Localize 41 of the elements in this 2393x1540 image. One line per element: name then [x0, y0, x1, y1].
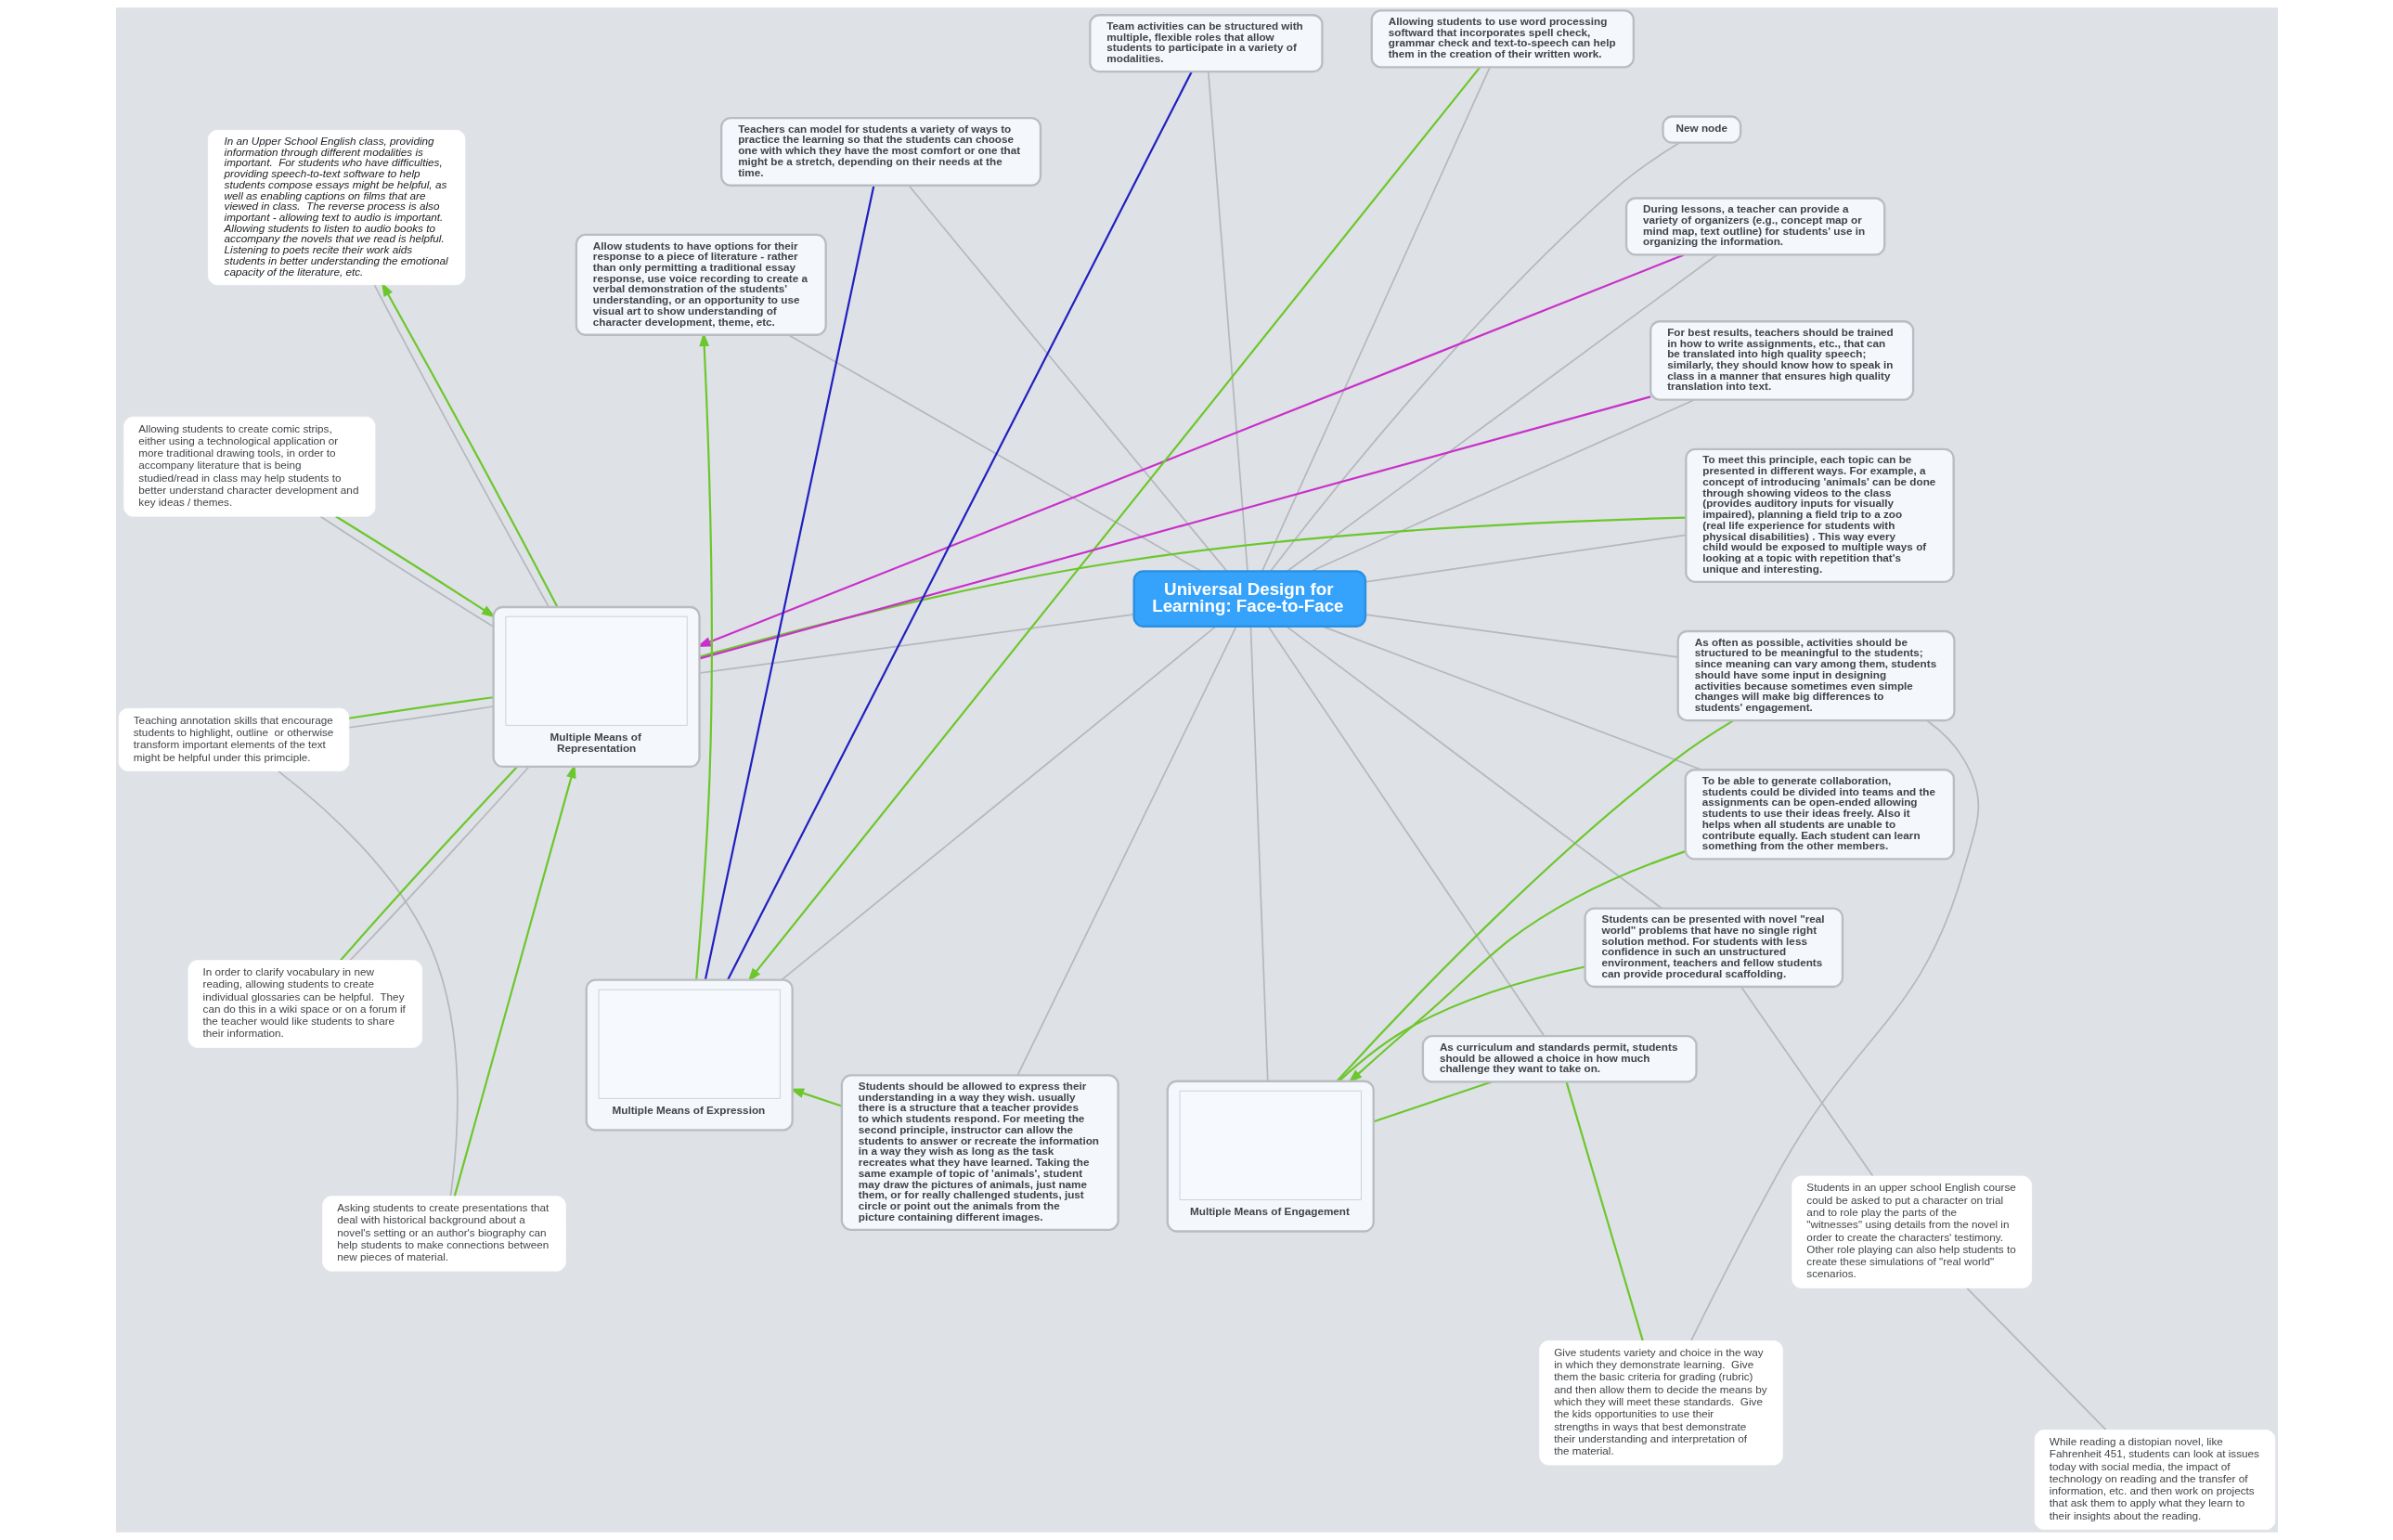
node-box: Allowing students to use word processing softward that incorporates spell check, grammar check and text-to-speech can help them in the creation of their written work.: [1370, 9, 1635, 69]
connector: [347, 705, 494, 729]
connector: [348, 696, 494, 719]
connector: [704, 185, 874, 980]
node-box: Allowing students to create comic strips, either using a technological application or more traditional drawing tools, in order to accompany literature that is being studied/read in class may help students to better understand character development and key ideas / themes.: [123, 416, 375, 517]
node-box: Teachers can model for students a variety of ways to practice the learning so that the students can choose one with which they have the most comfort or one that might be a stretch, depending on their needs at the time.: [719, 116, 1041, 187]
node-box: Students in an upper school English course could be asked to put a character on trial and to role play the parts of the "witnesses" using details from the novel in order to create the characters' testimony. Other role playing can also help students to create these simulations of "real world" scenarios.: [1791, 1175, 2032, 1288]
connector: [1740, 986, 1874, 1177]
connector: [698, 614, 1134, 674]
connector: [318, 515, 494, 628]
node-box: New node: [1661, 115, 1741, 144]
connector: [698, 516, 1686, 658]
node-box: In order to clarify vocabulary in new reading, allowing students to create individual glossaries can be helpful. They can do this in a wiki space or on a forum if the teacher would like students to share their information.: [188, 960, 422, 1048]
node-box: Asking students to create presentations that deal with historical background about a novel's setting or an author's biography can help students to make connections between new pieces of material.: [321, 1196, 566, 1272]
node-box: Multiple Means of Engagement: [1166, 1080, 1375, 1233]
node-box: Allow students to have options for their response to a piece of literature - rather than only permitting a traditional essay response, use voice recording to create a verbal demonstration of the students' understanding, or an opportunity to use visual art to show understanding of character development, theme, etc.: [575, 233, 827, 336]
node-box: Give students variety and choice in the way in which they demonstrate learning. Give them the basic criteria for grading (rubric) and then allow them to decide the means by which they will meet these standards. Give the kids opportunities to use their strengths in ways that best demonstrate their understanding and interpretation of the material.: [1538, 1340, 1783, 1466]
node-box: During lessons, a teacher can provide a variety of organizers (e.g., concept map or mind map, text outline) for students' use in organizing the information.: [1624, 197, 1885, 256]
node-box: Teaching annotation skills that encourage students to highlight, outline or otherwise transform important elements of the text might be helpful under this primciple.: [118, 707, 349, 771]
node-box: While reading a distopian novel, like Fahrenheit 451, students can look at issues today with social media, the impact of technology on reading and the transfer of information, etc. and then work on projects that ask them to apply what they learn to their insights about the reading.: [2034, 1430, 2275, 1530]
node-box: In an Upper School English class, providing information through different modalities is important. For students who have difficulties, providing speech-to-text software to help students compose essays might be helpful, as well as enabling captions on films that are viewed in class. The reverse process is also important - allowing text to audio is important. Allowing students to listen to audio books to accompany the novels that we read is helpful. Listening to poets recite their work aids students in better understanding the emotional capacity of the literature, etc.: [207, 129, 465, 286]
node-box: As curriculum and standards permit, students should be allowed a choice in how much challenge they want to take on.: [1421, 1035, 1698, 1083]
arrow: [1347, 850, 1686, 1083]
connector: [698, 395, 1650, 660]
node-box: Students can be presented with novel "real world" problems that have no single right solution method. For students with less confidence in such an unstructured environment, teachers and fellow students can provide procedural scaffolding.: [1583, 907, 1843, 989]
node-box: As often as possible, activities should be structured to be meaningful to the students; since meaning can vary among them, students should have some input in designing activities because sometimes even simple changes will make big differences to students' engagement.: [1676, 629, 1956, 722]
connector: [277, 770, 459, 1197]
arrow: [334, 515, 496, 618]
node-box: Multiple Means of Representation: [491, 605, 701, 769]
node-box: For best results, teachers should be trained in how to write assignments, etc., that can be translated into high quality speech; similarly, they should know how to speak in class in a manner that ensures high quality translation into text.: [1649, 320, 1914, 401]
node-box: Multiple Means of Expression: [585, 978, 794, 1132]
connector: [1267, 626, 1545, 1037]
node-box: Students should be allowed to express their understanding in a way they wish. usually there is a structure that a teacher provides to which students respond. For meeting the second principle, instructor can allow the students to answer or recreate the information in a way they wish as long as the task recreates what they have learned. Taking the same example of topic of 'animals', student may draw the pictures of animals, just name them, or for really challenged students, just circle or point out the animals from the picture containing different images.: [840, 1074, 1119, 1231]
connector: [1564, 1081, 1644, 1341]
connector: [1965, 1287, 2107, 1431]
node-box: To meet this principle, each topic can be presented in different ways. For example, a concept of introducing 'animals' can be done through showing videos to the class (provides auditory inputs for visually impaired), planning a field trip to a zoo (real life experience for students with physical disabilities) . This way every child would be exposed to multiple ways of looking at a topic with repetition that's unique and interesting.: [1684, 447, 1955, 583]
node-box: To be able to generate collaboration, students could be divided into teams and the assignments can be open-ended allowing students to use their ideas freely. Also it helps when all students are unable to contribute equally. Each student can learn something from the other members.: [1684, 769, 1955, 861]
node-box: Team activities can be structured with multiple, flexible roles that allow students to participate in a variety of modalities.: [1088, 14, 1324, 73]
connector: [1338, 965, 1585, 1082]
node-box: Universal Design for Learning: Face-to-Face: [1132, 570, 1366, 628]
connector: [1016, 626, 1237, 1076]
